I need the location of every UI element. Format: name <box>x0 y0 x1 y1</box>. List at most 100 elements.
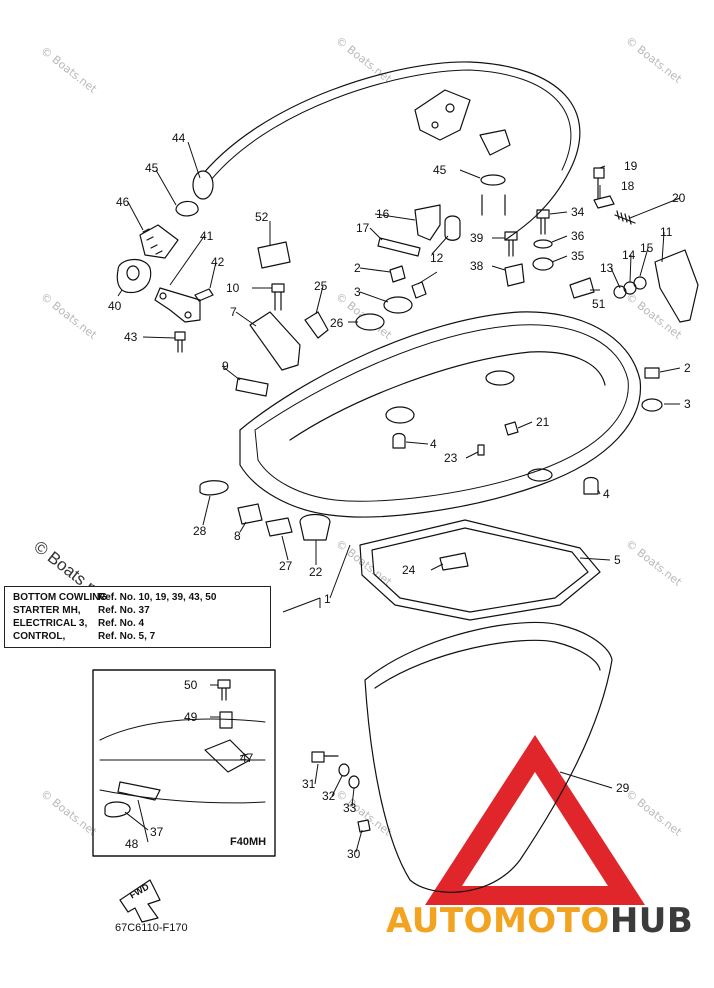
grommet-48 <box>104 801 131 818</box>
callout-19: 19 <box>624 159 638 173</box>
screw-6 <box>411 281 427 299</box>
brand-triangle-logo <box>425 735 645 905</box>
watermark: © Boats.net <box>623 537 684 589</box>
bracket-7 <box>249 311 301 371</box>
callout-35: 35 <box>571 249 585 263</box>
brand-text-part1: AUTOMOTO <box>386 901 610 941</box>
legend-row: BOTTOM COWLING Ref. No. 10, 19, 39, 43, … <box>13 591 270 604</box>
legend-key: ELECTRICAL 3, <box>13 618 88 629</box>
starter-bracket-37 <box>117 781 161 801</box>
washer-32 <box>338 763 350 777</box>
throttle-cable-44 <box>197 61 581 241</box>
callout-51: 51 <box>592 297 606 311</box>
grommet-22 <box>299 513 331 541</box>
connector-47 <box>204 739 251 773</box>
spring-15 <box>633 276 647 290</box>
callout-12: 12 <box>430 251 444 265</box>
washer-18 <box>593 195 615 209</box>
reference-legend: BOTTOM COWLING Ref. No. 10, 19, 39, 43, … <box>4 586 271 648</box>
callout-8: 8 <box>234 529 241 543</box>
fwd-arrow-icon <box>119 879 161 923</box>
clip-45 <box>175 200 199 217</box>
seal-5 <box>359 519 601 621</box>
bolt-34 <box>536 209 550 235</box>
callout-22: 22 <box>309 565 323 579</box>
callout-9: 9 <box>222 359 229 373</box>
callout-46: 46 <box>116 195 130 209</box>
inset-box <box>92 669 276 857</box>
watermark: © Boats.net <box>623 34 684 86</box>
bottom-cowling-1 <box>239 311 642 518</box>
pad-24 <box>439 552 469 571</box>
callout-37: 37 <box>150 825 164 839</box>
callout-27: 27 <box>279 559 293 573</box>
grommet-3 <box>383 296 413 314</box>
bolt-17 <box>377 237 421 257</box>
callout-42: 42 <box>211 255 225 269</box>
callout-4: 4 <box>603 487 610 501</box>
callout-43: 43 <box>124 330 138 344</box>
callout-23: 23 <box>444 451 458 465</box>
callout-48: 48 <box>125 837 139 851</box>
plate-38 <box>504 263 525 287</box>
apron-29 <box>364 621 613 893</box>
washer-33 <box>348 775 360 789</box>
collar-12 <box>444 215 461 241</box>
watermark: © Boats.net <box>333 34 394 86</box>
callout-47: 47 <box>240 751 254 765</box>
callout-group: 1 2 2 3 3 4 4 5 7 8 9 10 11 12 13 14 15 … <box>108 131 691 861</box>
legend-value: Ref. No. 5, 7 <box>98 631 156 642</box>
cap-8 <box>237 503 263 525</box>
callout-25: 25 <box>314 279 328 293</box>
callout-36: 36 <box>571 229 585 243</box>
legend-row: STARTER MH, Ref. No. 37 <box>13 604 270 617</box>
callout-18: 18 <box>621 179 635 193</box>
bolt-42 <box>194 288 214 302</box>
callout-40: 40 <box>108 299 122 313</box>
grommet-4 <box>392 432 406 449</box>
callout-4: 4 <box>430 437 437 451</box>
legend-value: Ref. No. 10, 19, 39, 43, 50 <box>98 592 217 603</box>
watermark: © Boats.net <box>623 290 684 342</box>
washer-36 <box>533 239 553 249</box>
callout-45: 45 <box>145 161 159 175</box>
callout-41: 41 <box>200 229 214 243</box>
callout-16: 16 <box>376 207 390 221</box>
legend-key: STARTER MH, <box>13 605 81 616</box>
throttle-link-bracket <box>414 89 471 141</box>
callout-5: 5 <box>614 553 621 567</box>
bolt-39 <box>504 231 518 257</box>
screw-23 <box>477 444 485 456</box>
bolt-50 <box>217 679 231 701</box>
inset-title: F40MH <box>230 836 267 848</box>
legend-key: CONTROL, <box>13 631 66 642</box>
callout-30: 30 <box>347 847 361 861</box>
callout-39: 39 <box>470 231 484 245</box>
spring-20 <box>614 210 636 225</box>
bolt-19 <box>593 167 605 199</box>
callout-32: 32 <box>322 789 336 803</box>
legend-value: Ref. No. 37 <box>98 605 150 616</box>
grommet-35 <box>532 257 554 271</box>
callout-21: 21 <box>536 415 550 429</box>
bolt-43 <box>174 331 186 353</box>
callout-20: 20 <box>672 191 686 205</box>
legend-row: ELECTRICAL 3, Ref. No. 4 <box>13 617 270 630</box>
callout-17: 17 <box>356 221 370 235</box>
collar-49 <box>219 711 233 729</box>
bolt-31 <box>311 751 339 763</box>
callout-3: 3 <box>354 285 361 299</box>
callout-50: 50 <box>184 678 198 692</box>
watermark: © Boats.net <box>333 537 394 589</box>
callout-24: 24 <box>402 563 416 577</box>
label-51 <box>569 277 595 299</box>
bolt-21 <box>504 421 519 436</box>
nut-30 <box>357 819 371 833</box>
callout-49: 49 <box>184 710 198 724</box>
label-sticker-52 <box>257 241 291 269</box>
callout-26: 26 <box>330 316 344 330</box>
callout-14: 14 <box>622 248 636 262</box>
bracket-16 <box>414 204 441 241</box>
callout-44: 44 <box>172 131 186 145</box>
grommet-28 <box>199 480 229 496</box>
